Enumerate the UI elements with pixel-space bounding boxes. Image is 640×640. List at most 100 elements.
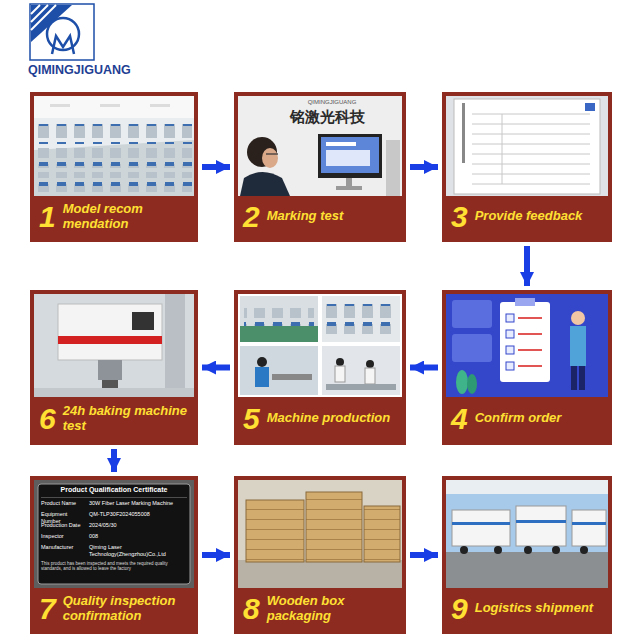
company-logo (30, 4, 94, 60)
production-collage (322, 296, 400, 342)
certificate-note: This product has been inspected and meet… (41, 561, 187, 572)
step-caption: Model recom mendation (63, 202, 189, 232)
truck-shipment-photo (446, 480, 608, 588)
label-slot: This product has been inspected and meet… (41, 561, 187, 572)
photo-window (238, 480, 402, 588)
marking-test-photo (386, 140, 400, 196)
production-collage (255, 367, 269, 387)
caption-band: 1Model recom mendation (34, 196, 194, 238)
factory-photo (36, 124, 192, 144)
order-illustration (452, 300, 492, 328)
step-caption: Confirm order (475, 411, 562, 426)
step-panel: 2Marking test (234, 92, 406, 242)
production-collage (336, 358, 344, 366)
flow-arrow (410, 365, 438, 371)
order-illustration (571, 311, 585, 325)
step-caption: Machine production (267, 411, 391, 426)
production-collage (244, 308, 314, 326)
caption-band: 7Quality inspection confirmation (34, 588, 194, 630)
step-number: 9 (451, 594, 468, 624)
label-slot: QIMINGJIGUANG (28, 63, 152, 78)
baking-test-photo (98, 360, 122, 380)
certificate-field: Production Date (41, 522, 87, 529)
factory-photo (36, 148, 192, 168)
step-panel: 1Model recom mendation (30, 92, 198, 242)
production-collage (240, 346, 318, 395)
step-panel: 7Quality inspection confirmation (30, 476, 198, 634)
company-logo (30, 4, 94, 60)
flow-arrow (410, 164, 438, 170)
feedback-document (585, 103, 595, 111)
factory-photo (150, 104, 170, 107)
factory-photo (50, 104, 70, 107)
label-slot: 铭激光科技 (262, 108, 392, 126)
truck-shipment-photo (446, 480, 608, 588)
company-logo (31, 5, 40, 14)
marking-test-photo (238, 96, 402, 196)
wooden-crates-photo (238, 480, 402, 588)
step-panel: 9 Logistics shipment (442, 476, 612, 634)
marking-test-photo (318, 134, 382, 178)
truck-shipment-photo (446, 552, 608, 588)
feedback-document (502, 114, 503, 184)
order-illustration (446, 294, 608, 397)
factory-photo (34, 140, 194, 196)
label-slot: 008 (89, 533, 187, 540)
caption-band: 9 Logistics shipment (446, 588, 608, 630)
truck-shipment-photo (494, 546, 502, 554)
order-illustration (518, 349, 542, 351)
truck-shipment-photo (552, 546, 560, 554)
order-illustration (518, 317, 542, 319)
feedback-document (472, 184, 590, 185)
production-collage (326, 384, 396, 390)
label-slot: Manufacturer (41, 544, 87, 551)
step-caption: 24h baking machine test (63, 404, 189, 434)
certificate-plate (41, 497, 187, 498)
step-panel: 3Provide feedback (442, 92, 612, 242)
production-collage (257, 357, 267, 367)
flow-arrow (524, 246, 530, 286)
certificate-plate (34, 480, 194, 588)
marking-test-photo (321, 137, 379, 173)
company-logo (52, 36, 74, 54)
wooden-crates-photo (364, 506, 400, 562)
production-collage (240, 296, 318, 342)
production-collage (326, 304, 396, 334)
feedback-document (462, 103, 465, 163)
wooden-crates-photo (238, 480, 402, 588)
flow-arrow (410, 552, 438, 558)
certificate-field: Product Name (41, 500, 87, 507)
step-panel: 8Wooden box packaging (234, 476, 406, 634)
step-caption: Wooden box packaging (267, 594, 397, 624)
certificate-value: 2024/05/30 (89, 522, 187, 529)
label-slot: QIMINGJIGUANG (290, 99, 374, 106)
photo-window (34, 480, 194, 588)
certificate-plate (38, 484, 190, 584)
photo-window (238, 294, 402, 397)
truck-shipment-photo (516, 520, 566, 523)
caption-band: 2Marking test (238, 196, 402, 238)
baking-test-photo (34, 294, 194, 397)
wooden-crates-photo (246, 500, 304, 562)
label-slot: Production Date (41, 522, 87, 529)
marking-test-photo (240, 172, 290, 196)
feedback-document (472, 134, 590, 135)
wooden-crates-photo (306, 492, 362, 562)
photo-window (446, 294, 608, 397)
step-caption: Quality inspection confirmation (63, 594, 189, 624)
step-number: 8 (243, 594, 260, 624)
truck-shipment-photo (516, 506, 566, 546)
order-illustration (456, 370, 468, 394)
step-number: 3 (451, 202, 468, 232)
order-illustration (515, 298, 535, 306)
order-illustration (506, 314, 514, 322)
flow-arrow (202, 365, 230, 371)
truck-shipment-photo (580, 546, 588, 554)
factory-photo (34, 96, 194, 196)
connector-group (114, 167, 527, 555)
step-caption: Logistics shipment (475, 601, 593, 616)
